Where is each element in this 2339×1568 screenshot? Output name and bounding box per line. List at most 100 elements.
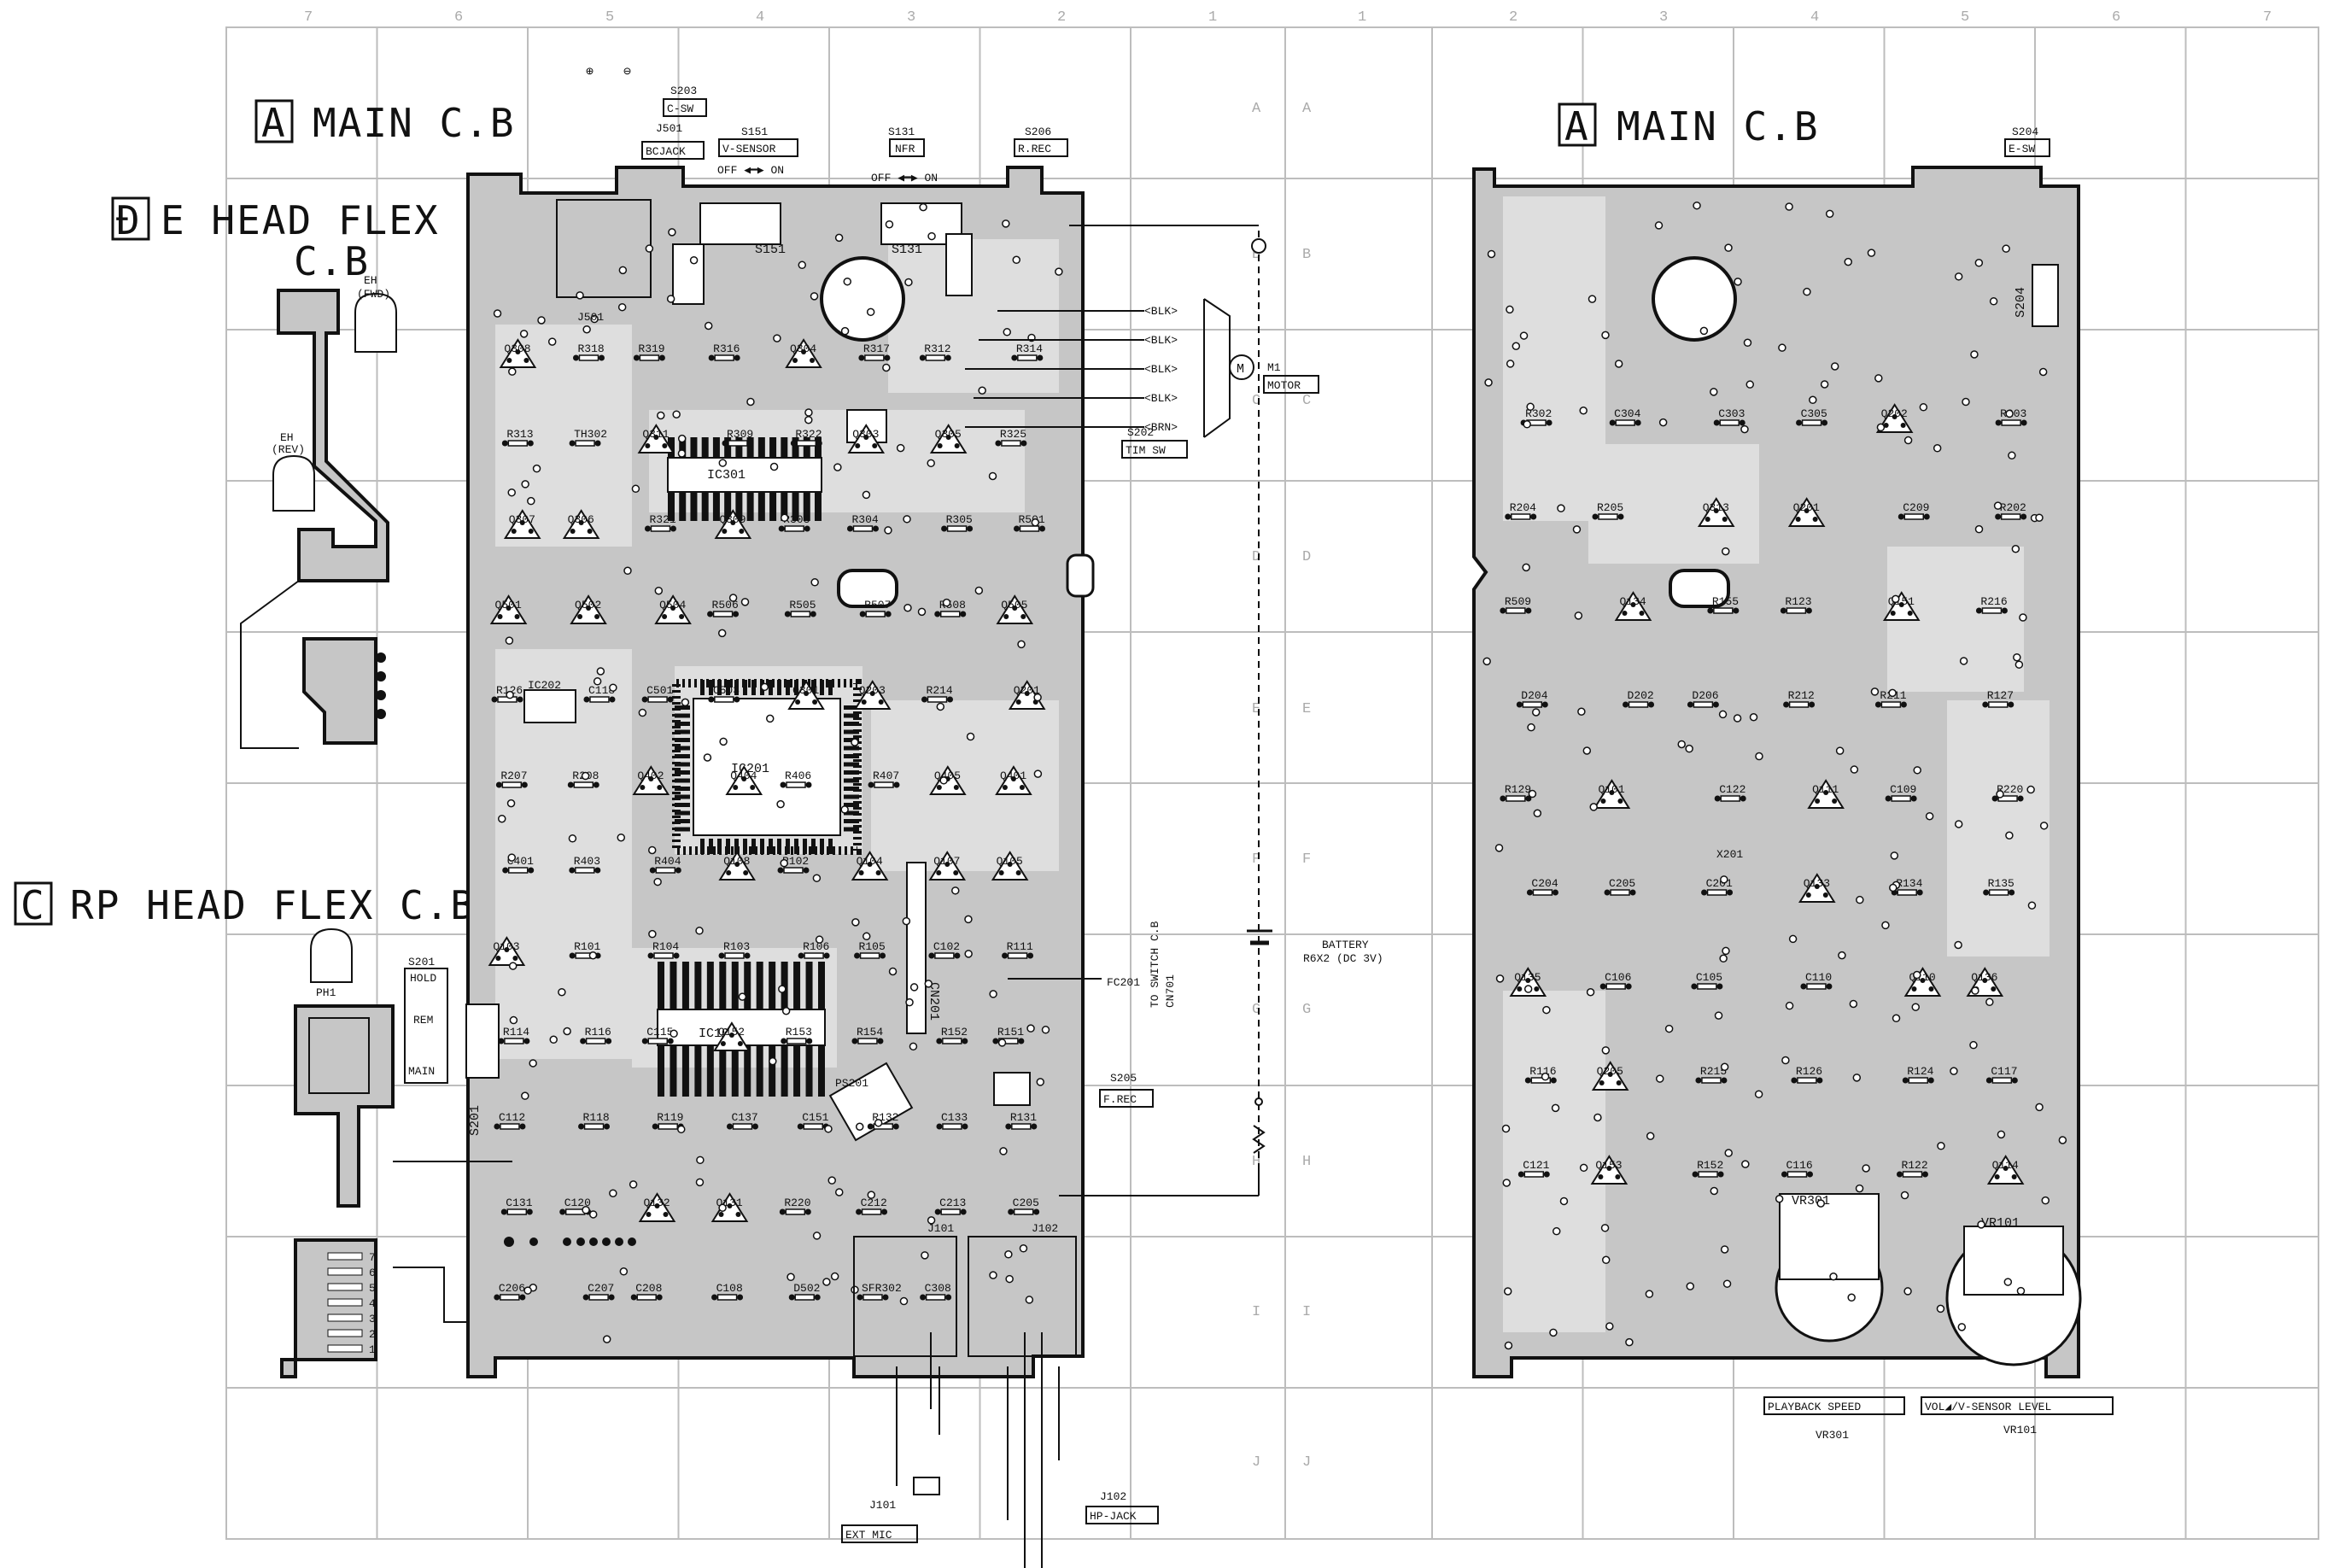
svg-text:R509: R509 [1505, 595, 1531, 608]
component-c117: C117 [1985, 1065, 2018, 1084]
svg-text:C: C [1302, 393, 1311, 409]
component-r214: R214 [921, 684, 954, 703]
svg-text:C: C [20, 882, 46, 928]
component-q203: Q203 [853, 680, 892, 710]
svg-text:Q203: Q203 [859, 684, 886, 697]
svg-text:R129: R129 [1505, 783, 1531, 796]
svg-text:F: F [1302, 851, 1311, 868]
title-main-right: A MAIN C.B [1558, 102, 1818, 149]
svg-text:R134: R134 [1896, 877, 1922, 890]
svg-text:G: G [1252, 1002, 1260, 1018]
svg-text:R304: R304 [851, 513, 878, 526]
component-c205: C205 [1604, 877, 1636, 896]
component-r154: R154 [851, 1026, 884, 1044]
svg-text:Q103: Q103 [493, 940, 519, 953]
svg-text:C117: C117 [1991, 1065, 2017, 1078]
component-q205: Q205 [1591, 1061, 1629, 1091]
svg-text:VR301: VR301 [1816, 1429, 1849, 1442]
component-r152: R152 [1692, 1159, 1724, 1178]
svg-text:R103: R103 [723, 940, 750, 953]
component-q404: Q404 [725, 765, 763, 795]
svg-text:D: D [1302, 549, 1311, 565]
svg-text:Q313: Q313 [1703, 501, 1729, 514]
svg-text:S151: S151 [741, 126, 768, 138]
svg-text:Q104: Q104 [857, 855, 883, 868]
svg-text:A: A [1252, 101, 1261, 117]
component-r153: R153 [781, 1026, 813, 1044]
svg-text:R153: R153 [786, 1026, 812, 1039]
component-c108: C108 [711, 1282, 744, 1301]
svg-text:B: B [1302, 247, 1311, 263]
svg-text:D206: D206 [1692, 689, 1718, 702]
component-r134: R134 [1891, 877, 1923, 896]
component-c303: C303 [1713, 407, 1745, 426]
component-r114: R114 [498, 1026, 530, 1044]
rp-pin-number: 4 [369, 1297, 376, 1310]
component-q402: Q402 [632, 765, 670, 795]
svg-text:EH: EH [280, 431, 294, 444]
svg-text:R312: R312 [924, 342, 950, 355]
svg-text:R152: R152 [1697, 1159, 1723, 1172]
svg-text:A: A [261, 100, 287, 146]
rp-pin-number: 3 [369, 1313, 376, 1325]
motor-labels: <BLK> <BLK> <BLK> <BLK> <BRN> M M1 MOTOR… [1107, 305, 1383, 1008]
component-r101: R101 [569, 940, 601, 959]
svg-text:A: A [1564, 103, 1590, 149]
component-c209: C209 [1898, 501, 1930, 520]
svg-text:J: J [1252, 1454, 1260, 1471]
component-q103: Q103 [488, 936, 526, 966]
svg-text:S203: S203 [670, 85, 697, 97]
svg-text:E: E [1252, 701, 1260, 717]
svg-text:R152: R152 [941, 1026, 968, 1039]
svg-text:IC301: IC301 [707, 468, 746, 483]
svg-text:Q101: Q101 [1598, 783, 1624, 796]
svg-text:R127: R127 [1987, 689, 2014, 702]
component-q101: Q101 [1593, 779, 1631, 809]
svg-text:R151: R151 [997, 1026, 1024, 1039]
svg-text:Q202: Q202 [1881, 407, 1908, 420]
svg-text:C503: C503 [713, 684, 740, 697]
component-c112: C112 [494, 1111, 526, 1130]
motor-section [965, 225, 1272, 1196]
component-r501: R501 [1014, 513, 1046, 532]
component-q134: Q134 [1614, 591, 1652, 621]
svg-text:VR101: VR101 [1981, 1216, 2020, 1231]
component-r505: R505 [784, 599, 816, 617]
component-q306: Q306 [562, 509, 600, 539]
svg-text:Q151: Q151 [1888, 595, 1915, 608]
svg-text:C.B: C.B [294, 238, 370, 284]
component-r507: R507 [859, 599, 892, 617]
component-q502: Q502 [570, 594, 607, 624]
svg-text:Q502: Q502 [575, 599, 601, 611]
component-r155: R155 [1707, 595, 1740, 614]
svg-text:NFR: NFR [895, 143, 915, 155]
ic101: IC101 [657, 962, 826, 1097]
component-c308: C308 [920, 1282, 952, 1301]
svg-text:R317: R317 [863, 342, 890, 355]
svg-text:BATTERY: BATTERY [1322, 939, 1369, 951]
svg-text:2: 2 [1057, 9, 1066, 26]
svg-text:C110: C110 [1805, 971, 1832, 984]
svg-text:Q304: Q304 [790, 342, 816, 355]
component-q401: Q401 [995, 765, 1032, 795]
svg-text:R403: R403 [574, 855, 600, 868]
svg-text:M: M [1237, 362, 1244, 377]
svg-text:R101: R101 [574, 940, 600, 953]
ic202: IC202 [523, 679, 576, 723]
component-q132: Q132 [638, 1192, 676, 1222]
svg-text:J501: J501 [577, 311, 604, 324]
svg-text:J501: J501 [656, 122, 682, 135]
component-c503: C503 [708, 684, 740, 703]
component-r207: R207 [495, 769, 528, 788]
svg-text:IC202: IC202 [528, 679, 561, 692]
component-r111: R111 [1002, 940, 1034, 959]
svg-text:C131: C131 [506, 1196, 532, 1209]
component-c131: C131 [500, 1196, 533, 1215]
svg-text:PS201: PS201 [835, 1077, 868, 1090]
svg-text:Q110: Q110 [1909, 971, 1935, 984]
svg-text:R119: R119 [657, 1111, 683, 1124]
component-r212: R212 [1783, 689, 1816, 708]
svg-text:F.REC: F.REC [1103, 1093, 1137, 1106]
rp-pin-number: 6 [369, 1267, 376, 1279]
svg-text:R202: R202 [2000, 501, 2026, 514]
